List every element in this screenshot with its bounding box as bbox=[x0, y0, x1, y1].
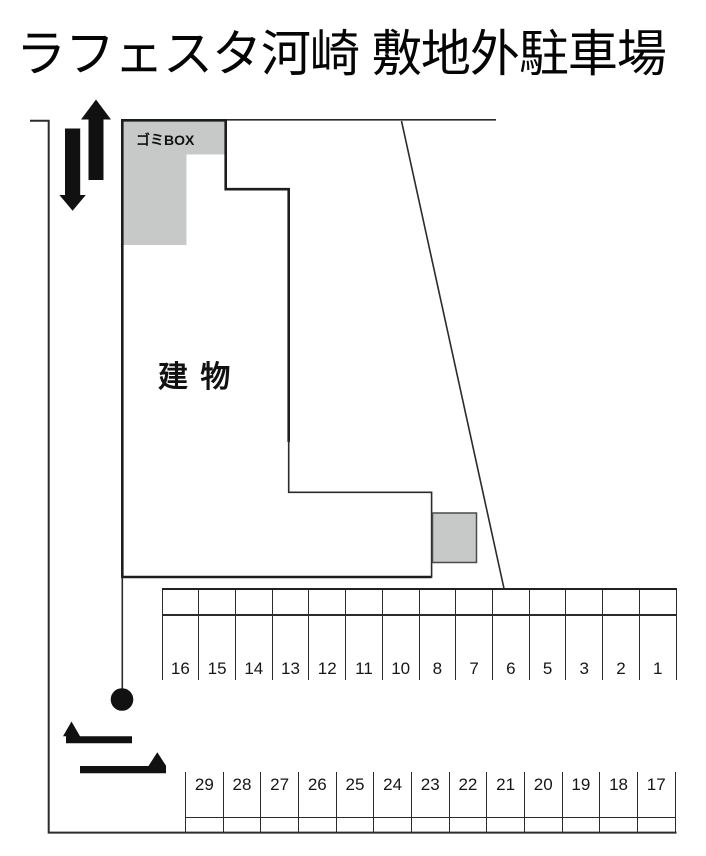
parking-stall-8: 8 bbox=[418, 590, 456, 680]
building-outline-notch bbox=[287, 440, 433, 578]
parking-stall-20: 20 bbox=[523, 771, 562, 833]
parking-stall-16: 16 bbox=[161, 590, 199, 680]
stall-number-label: 10 bbox=[391, 659, 411, 678]
stall-number-label: 6 bbox=[506, 659, 516, 678]
parking-stall-13: 13 bbox=[271, 590, 309, 680]
stall-number-label: 3 bbox=[579, 659, 589, 678]
parking-stall-12: 12 bbox=[308, 590, 345, 680]
parking-stall-25: 25 bbox=[335, 771, 374, 833]
parking-stall-1: 1 bbox=[638, 590, 677, 680]
down-arrow-icon bbox=[59, 128, 86, 211]
stall-number-label: 22 bbox=[458, 774, 478, 794]
parking-stall-27: 27 bbox=[260, 771, 298, 833]
utility-box bbox=[431, 512, 478, 564]
parking-stall-6: 6 bbox=[491, 590, 529, 680]
stall-number-label: 19 bbox=[571, 774, 591, 794]
stall-number-label: 26 bbox=[307, 774, 327, 794]
building-label: 建 物 bbox=[158, 361, 233, 394]
parking-stall-5: 5 bbox=[528, 590, 566, 680]
stall-number-label: 7 bbox=[469, 659, 479, 678]
parking-stall-26: 26 bbox=[297, 771, 336, 833]
stall-number-label: 17 bbox=[646, 774, 666, 794]
parking-stall-24: 24 bbox=[373, 771, 411, 833]
stall-number-label: 11 bbox=[355, 659, 373, 678]
stall-number-label: 27 bbox=[270, 774, 290, 794]
parking-stall-22: 22 bbox=[448, 771, 487, 833]
trash-box-label: ゴミBOX bbox=[136, 132, 195, 148]
trash-box-area bbox=[123, 121, 226, 245]
parking-stall-10: 10 bbox=[381, 590, 419, 680]
parking-stall-2: 2 bbox=[602, 590, 639, 680]
parking-stall-28: 28 bbox=[222, 771, 261, 833]
entrance-dot bbox=[110, 688, 134, 711]
stall-number-label: 13 bbox=[281, 659, 300, 678]
parking-stall-3: 3 bbox=[565, 590, 602, 680]
stall-number-label: 29 bbox=[194, 774, 214, 794]
stall-number-label: 16 bbox=[170, 659, 190, 678]
stall-number-label: 24 bbox=[383, 774, 403, 794]
parking-stall-7: 7 bbox=[455, 590, 492, 680]
parking-stall-18: 18 bbox=[599, 771, 637, 833]
stall-number-label: 14 bbox=[244, 659, 264, 678]
turn-left-up-arrow-icon bbox=[63, 721, 132, 744]
turn-right-up-arrow-icon bbox=[80, 752, 167, 774]
parking-stall-17: 17 bbox=[636, 771, 676, 833]
upper-row-divider-line bbox=[161, 614, 677, 616]
site-boundary-line bbox=[30, 119, 677, 834]
stall-number-label: 5 bbox=[542, 659, 553, 678]
stall-number-label: 12 bbox=[317, 659, 337, 678]
lower-parking-row: 29 28 27 26 25 24 23 22 21 20 19 18 17 bbox=[185, 771, 676, 833]
diagonal-boundary-line bbox=[400, 120, 505, 589]
stall-number-label: 21 bbox=[496, 774, 516, 794]
stall-number-label: 28 bbox=[232, 774, 252, 794]
parking-stall-14: 14 bbox=[234, 590, 272, 680]
page-title: ラフェスタ河崎 敷地外駐車場 bbox=[16, 26, 667, 82]
stall-number-label: 23 bbox=[420, 774, 440, 794]
stall-number-label: 2 bbox=[616, 659, 626, 678]
stall-number-label: 18 bbox=[609, 774, 628, 794]
up-arrow-icon bbox=[81, 99, 111, 180]
stall-number-label: 8 bbox=[432, 659, 443, 678]
parking-stall-19: 19 bbox=[561, 771, 600, 833]
parking-stall-29: 29 bbox=[185, 771, 223, 833]
upper-parking-row: 16 15 14 13 12 11 10 8 7 6 5 3 2 1 bbox=[161, 588, 677, 680]
stall-number-label: 25 bbox=[345, 774, 365, 794]
parking-stall-23: 23 bbox=[410, 771, 449, 833]
lower-row-divider-line bbox=[185, 816, 676, 819]
parking-stall-11: 11 bbox=[345, 590, 382, 680]
stall-number-label: 15 bbox=[207, 659, 227, 678]
parking-stall-21: 21 bbox=[486, 771, 524, 833]
parking-stall-15: 15 bbox=[198, 590, 235, 680]
stall-number-label: 20 bbox=[533, 774, 553, 794]
stall-number-label: 1 bbox=[652, 659, 663, 678]
